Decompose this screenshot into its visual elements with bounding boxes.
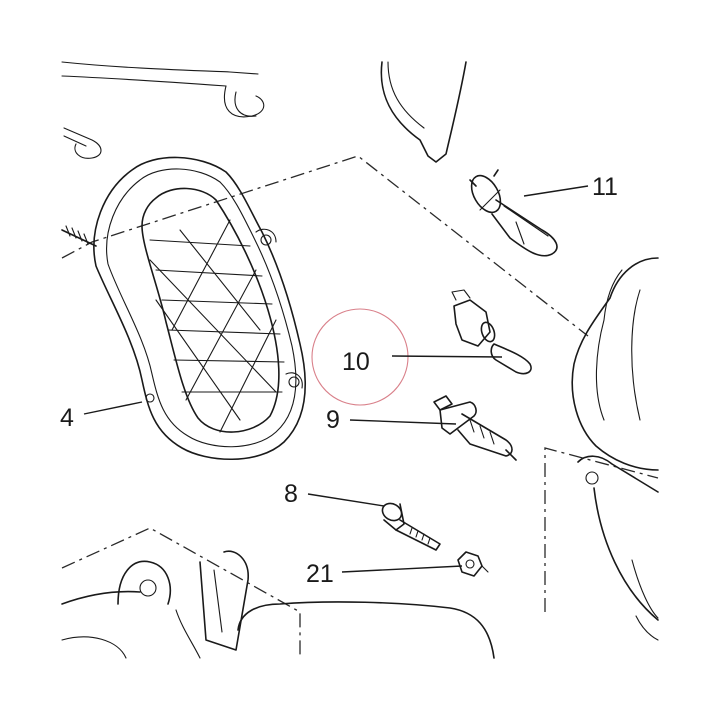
- callout-9: 9: [326, 406, 340, 434]
- leader-line-8: [307, 493, 385, 507]
- leader-line-10: [391, 355, 503, 358]
- part-21-nut: [457, 551, 489, 577]
- highlight-ring-part-10: [311, 308, 409, 406]
- leader-line-21: [341, 565, 463, 573]
- part-11-headlight-bulb: [469, 169, 558, 257]
- part-8-bolt: [381, 502, 441, 551]
- part-10-bulb-socket: [451, 289, 532, 375]
- callout-11: 11: [592, 173, 618, 201]
- callout-8: 8: [284, 480, 298, 508]
- callout-21: 21: [306, 560, 334, 588]
- part-4-gasket-frame: [93, 156, 306, 461]
- screw-fragment-left: [61, 225, 97, 247]
- callout-labels: 11 10 9 4 8 21: [60, 173, 618, 588]
- leader-line-4: [83, 401, 143, 415]
- assembly-boundary-lines: [61, 155, 659, 658]
- leader-lines: [83, 185, 589, 573]
- part-9-h1-bulb: [433, 395, 517, 461]
- callout-4: 4: [60, 404, 74, 432]
- mounting-bracket-bottom: [61, 550, 495, 659]
- headlight-housing-top: [380, 61, 467, 163]
- frame-sketch-top-left: [61, 61, 265, 159]
- leader-line-11: [523, 185, 589, 197]
- leader-line-9: [349, 419, 457, 425]
- callout-10: 10: [342, 348, 370, 376]
- headlight-housing-right: [571, 257, 659, 641]
